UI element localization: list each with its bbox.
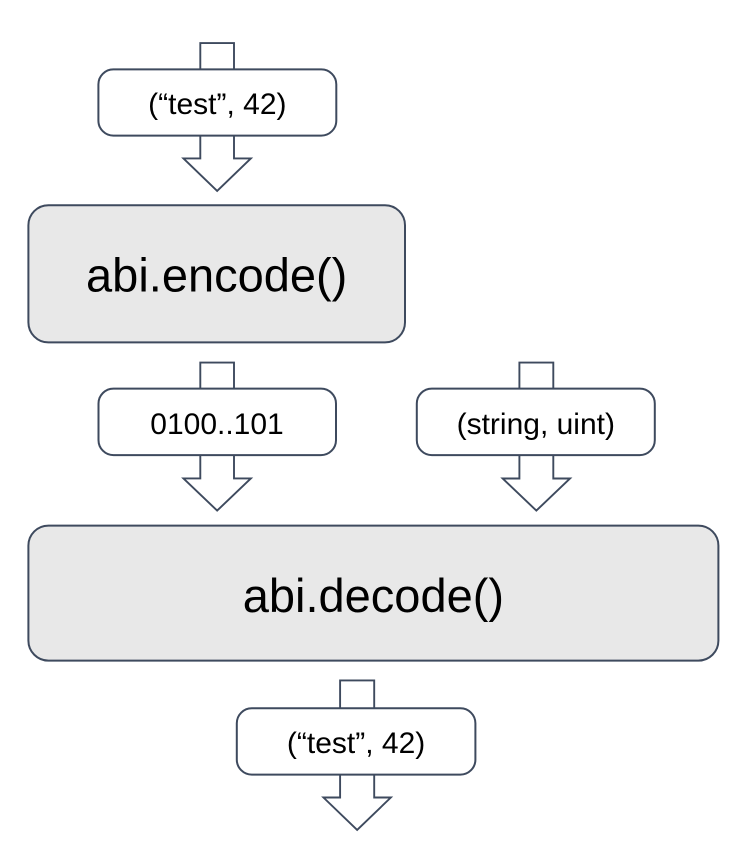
svg-text:(string, uint): (string, uint) bbox=[457, 408, 615, 441]
svg-text:(“test”, 42): (“test”, 42) bbox=[287, 727, 425, 760]
svg-text:(“test”, 42): (“test”, 42) bbox=[148, 88, 286, 121]
svg-text:0100..101: 0100..101 bbox=[150, 408, 283, 441]
svg-text:abi.encode(): abi.encode() bbox=[86, 249, 347, 302]
svg-text:abi.decode(): abi.decode() bbox=[243, 569, 504, 622]
